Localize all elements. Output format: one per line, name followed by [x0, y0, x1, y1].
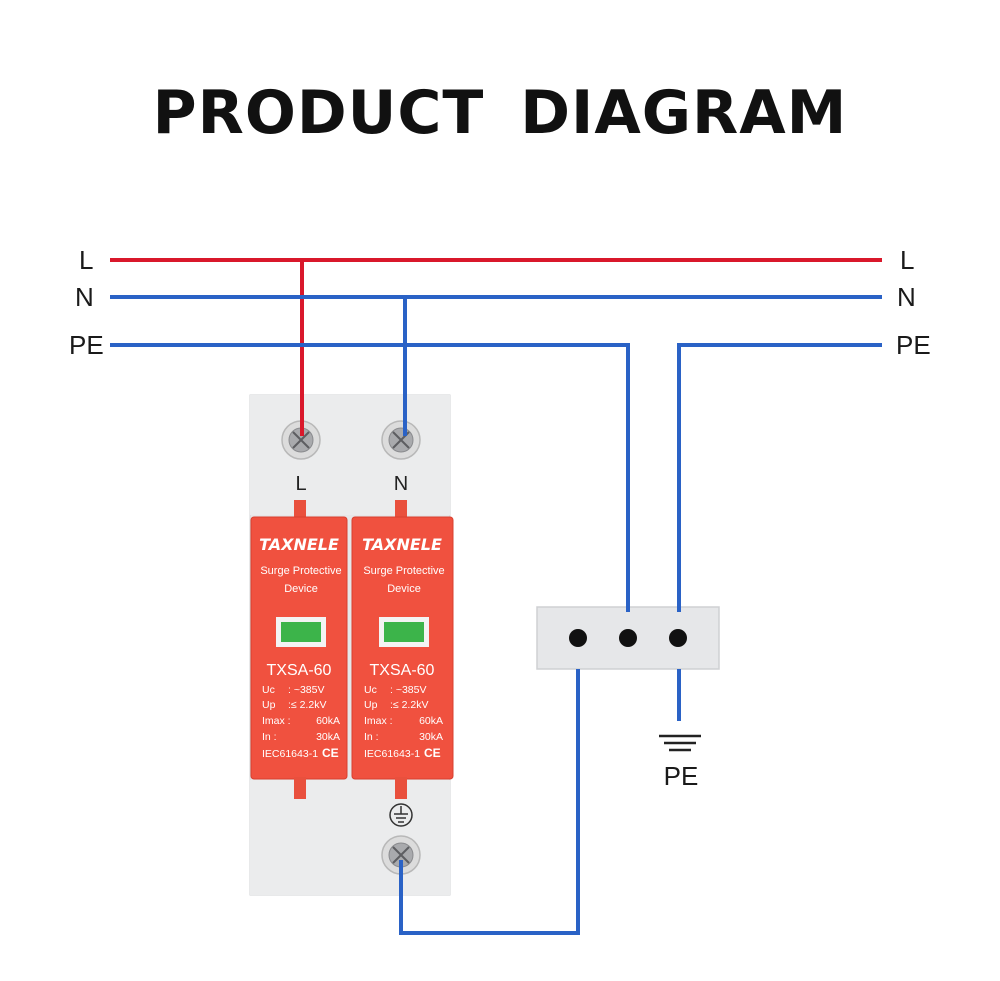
surge-module-right: TAXNELE Surge Protective Device TXSA-60 …: [351, 500, 454, 799]
protective-earth-icon: [389, 803, 413, 827]
ce-mark: CE: [322, 746, 339, 760]
spec-uc-key: Uc: [364, 684, 377, 696]
spec-uc-value: : ~385V: [390, 684, 427, 696]
wiring: [110, 258, 882, 935]
pe-line-left: [110, 343, 630, 612]
spec-in-key: In :: [262, 731, 277, 743]
module-brand: TAXNELE: [362, 535, 442, 554]
label-l-left: L: [79, 245, 93, 275]
module-model: TXSA-60: [267, 662, 332, 679]
device-bottom-section: [250, 780, 450, 895]
module-model: TXSA-60: [370, 662, 435, 679]
spec-imax-key: Imax :: [262, 715, 291, 727]
spec-up-key: Up: [262, 699, 276, 711]
label-n-left: N: [75, 282, 94, 312]
label-n-right: N: [897, 282, 916, 312]
status-indicator: [281, 622, 321, 642]
ce-mark: CE: [424, 746, 441, 760]
device-top-section: [250, 395, 450, 515]
label-l-right: L: [900, 245, 914, 275]
module-desc-line2: Device: [387, 583, 421, 595]
label-pe-left: PE: [69, 330, 104, 360]
ground-label: PE: [664, 761, 699, 791]
terminal-label-n: N: [394, 473, 408, 495]
terminal-screw-l: [281, 420, 321, 460]
module-standard: IEC61643-1: [364, 748, 420, 760]
spec-uc-key: Uc: [262, 684, 275, 696]
device-pe-wire: [399, 669, 580, 935]
module-desc-line2: Device: [284, 583, 318, 595]
label-pe-right: PE: [896, 330, 931, 360]
spec-imax-key: Imax :: [364, 715, 393, 727]
spec-in-value: 30kA: [316, 731, 340, 743]
spec-in-value: 30kA: [419, 731, 443, 743]
module-standard: IEC61643-1: [262, 748, 318, 760]
ground-icon: [659, 734, 701, 752]
pe-line-right: [677, 343, 882, 612]
module-desc-line1: Surge Protective: [363, 565, 444, 577]
surge-protector-device: L N TAXNELE Surge Protective Device TXSA…: [249, 394, 454, 896]
terminal-label-l: L: [295, 473, 306, 495]
page-title: PRODUCT DIAGRAM: [152, 78, 848, 148]
spec-up-value: :≤ 2.2kV: [288, 699, 326, 711]
spec-in-key: In :: [364, 731, 379, 743]
status-indicator: [384, 622, 424, 642]
module-desc-line1: Surge Protective: [260, 565, 341, 577]
spec-up-key: Up: [364, 699, 378, 711]
spec-imax-value: 60kA: [316, 715, 340, 727]
terminal-screw-n: [381, 420, 421, 460]
spec-uc-value: : ~385V: [288, 684, 325, 696]
spec-imax-value: 60kA: [419, 715, 443, 727]
spec-up-value: :≤ 2.2kV: [390, 699, 428, 711]
ground-terminal-block: [536, 606, 720, 670]
surge-module-left: TAXNELE Surge Protective Device TXSA-60 …: [250, 500, 348, 799]
module-brand: TAXNELE: [259, 535, 339, 554]
